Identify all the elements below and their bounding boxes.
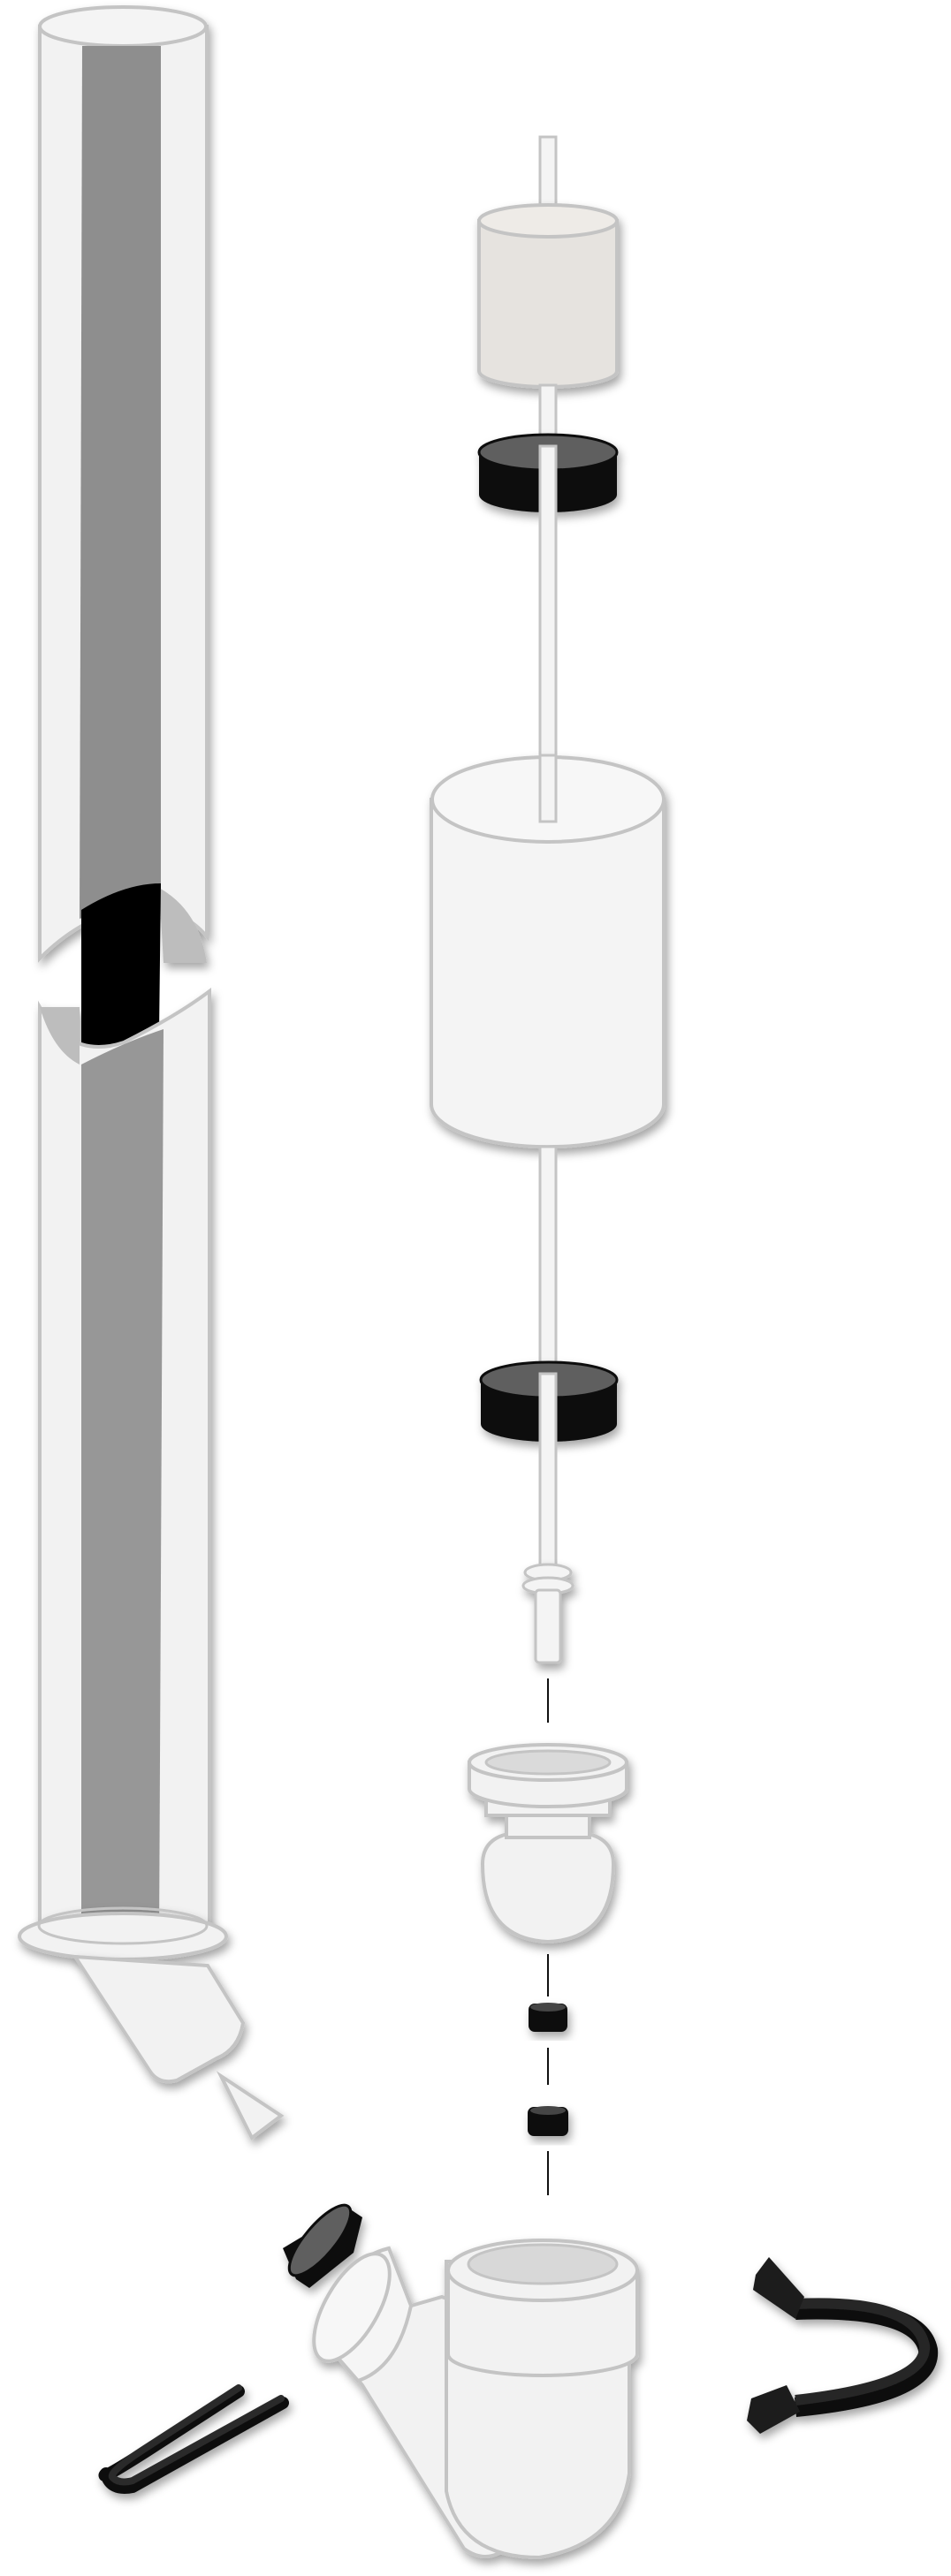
rod-through-cylinder-top	[538, 754, 558, 823]
left-tube-upper	[38, 5, 209, 963]
rod-segment-4	[538, 1372, 558, 1579]
u-shaped-clip	[98, 2384, 289, 2494]
small-cone-tip	[216, 2071, 285, 2141]
rod-end-connector	[521, 1563, 574, 1664]
stepped-fitting	[468, 1743, 628, 1944]
tube-dark-strip-upper	[80, 46, 161, 919]
small-black-washer-2	[528, 2106, 568, 2136]
tube-dark-strip-lower	[81, 1029, 164, 1943]
angled-outlet-spout	[72, 1954, 246, 2084]
tube-break-black-insert	[81, 883, 161, 1064]
small-black-washer-1	[529, 2003, 567, 2032]
rod-segment-3	[538, 1145, 558, 1387]
left-tube-lower	[38, 987, 211, 1943]
y-elbow-fitting	[312, 2239, 639, 2560]
c-shaped-clip	[747, 2257, 939, 2434]
cylindrical-filter	[477, 203, 619, 389]
black-end-cap	[283, 2203, 362, 2288]
base-plate	[18, 1906, 228, 1961]
